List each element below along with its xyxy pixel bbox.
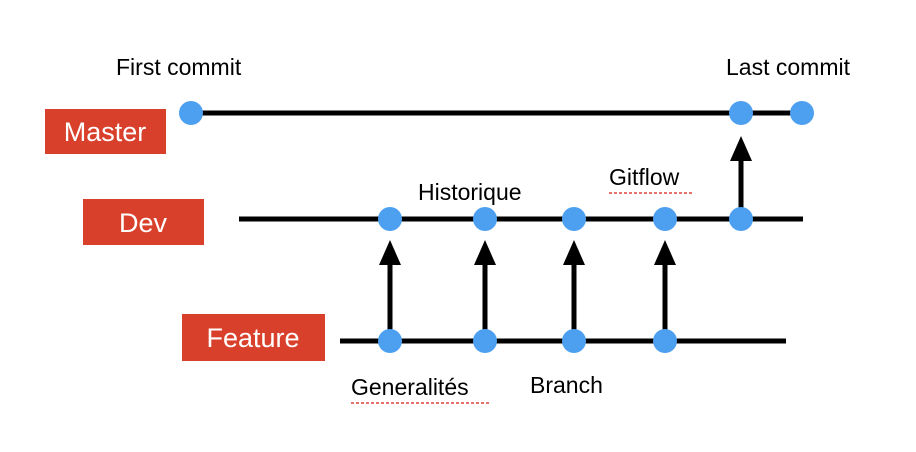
- master-commit-end: [790, 101, 814, 125]
- merge-arrow-generalites: [379, 240, 401, 341]
- feature-badge: Feature: [182, 314, 325, 361]
- dev-commit-3: [562, 207, 586, 231]
- master-badge-label: Master: [64, 117, 147, 147]
- merge-arrow-historique: [474, 240, 496, 341]
- feature-commit-4: [653, 329, 677, 353]
- historique-label: Historique: [418, 179, 522, 205]
- release-arrow-dev-to-master: [730, 136, 752, 219]
- feature-commit-3: [562, 329, 586, 353]
- dev-commit-4: [653, 207, 677, 231]
- master-commit-last: [729, 101, 753, 125]
- branch-label: Branch: [530, 372, 603, 398]
- dev-badge-label: Dev: [119, 208, 168, 238]
- merge-arrow-gitflow: [654, 240, 676, 341]
- dev-badge: Dev: [83, 199, 204, 245]
- dev-commit-1: [378, 207, 402, 231]
- master-commit-first: [179, 101, 203, 125]
- merge-arrow-branch: [563, 240, 585, 341]
- feature-badge-bg: [182, 314, 325, 361]
- dev-commit-2: [473, 207, 497, 231]
- first-commit-label: First commit: [116, 54, 242, 80]
- generalites-label: Generalités: [351, 374, 469, 400]
- last-commit-label: Last commit: [726, 54, 851, 80]
- master-badge: Master: [45, 109, 166, 154]
- feature-commit-1: [378, 329, 402, 353]
- dev-commit-5: [729, 207, 753, 231]
- gitflow-label: Gitflow: [609, 164, 680, 190]
- feature-badge-label: Feature: [206, 323, 299, 353]
- dev-badge-bg: [83, 199, 204, 245]
- master-badge-bg: [45, 109, 166, 154]
- feature-commit-2: [473, 329, 497, 353]
